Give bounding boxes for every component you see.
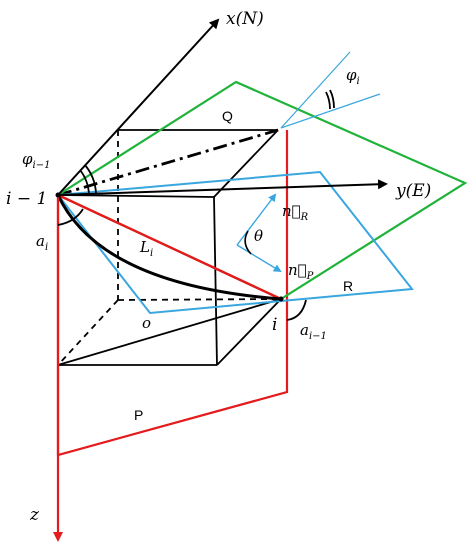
point-prev-marker xyxy=(55,192,61,198)
plane-r-label: R xyxy=(343,278,353,294)
normal-r-vector xyxy=(236,193,277,246)
plane-p-label: P xyxy=(134,407,143,423)
phi-prev-label: φi−1 xyxy=(22,150,50,171)
phi-i-arc-2 xyxy=(325,91,331,110)
point-i-marker xyxy=(278,296,284,302)
y-axis-label: y(E) xyxy=(395,181,431,201)
n-r-label: n⃗R xyxy=(282,202,309,223)
a-i-label: ai xyxy=(36,232,48,253)
theta-arc xyxy=(244,230,252,255)
z-axis-label: z xyxy=(29,505,40,525)
wellbore-curve xyxy=(56,194,282,301)
origin-label: o xyxy=(142,314,151,332)
phi-prev-arc-1 xyxy=(84,164,97,194)
cube-edge xyxy=(213,196,218,366)
x-axis-label: x(N) xyxy=(226,9,264,29)
cube-diagonal xyxy=(57,298,282,366)
cube-edge xyxy=(216,298,282,366)
cube-edge-hidden xyxy=(57,299,119,366)
phi-i-arc xyxy=(329,89,335,109)
phi-prev-arc-2 xyxy=(79,169,90,195)
cube-edge xyxy=(57,194,215,198)
chord-line xyxy=(57,193,282,301)
cube-edge xyxy=(213,129,279,198)
n-p-label: n⃗P xyxy=(288,261,314,282)
cube-edge-hidden xyxy=(117,298,282,301)
phi-i-label: φi xyxy=(346,66,360,87)
a-prev-arc xyxy=(286,299,307,321)
a-i-arc xyxy=(57,208,84,226)
normal-p-vector xyxy=(236,244,282,273)
theta-label: θ xyxy=(254,227,263,245)
y-axis xyxy=(57,179,388,196)
plane-r-outline xyxy=(56,170,414,315)
plane-q-label: Q xyxy=(222,108,233,124)
point-i-label: i xyxy=(272,315,277,335)
L-i-label: Li xyxy=(139,238,153,259)
point-prev-label: i − 1 xyxy=(6,189,47,209)
cube xyxy=(57,129,282,366)
a-prev-label: ai−1 xyxy=(300,321,327,342)
tangent-line-lower xyxy=(280,93,381,129)
tangent-line-upper xyxy=(280,51,351,129)
